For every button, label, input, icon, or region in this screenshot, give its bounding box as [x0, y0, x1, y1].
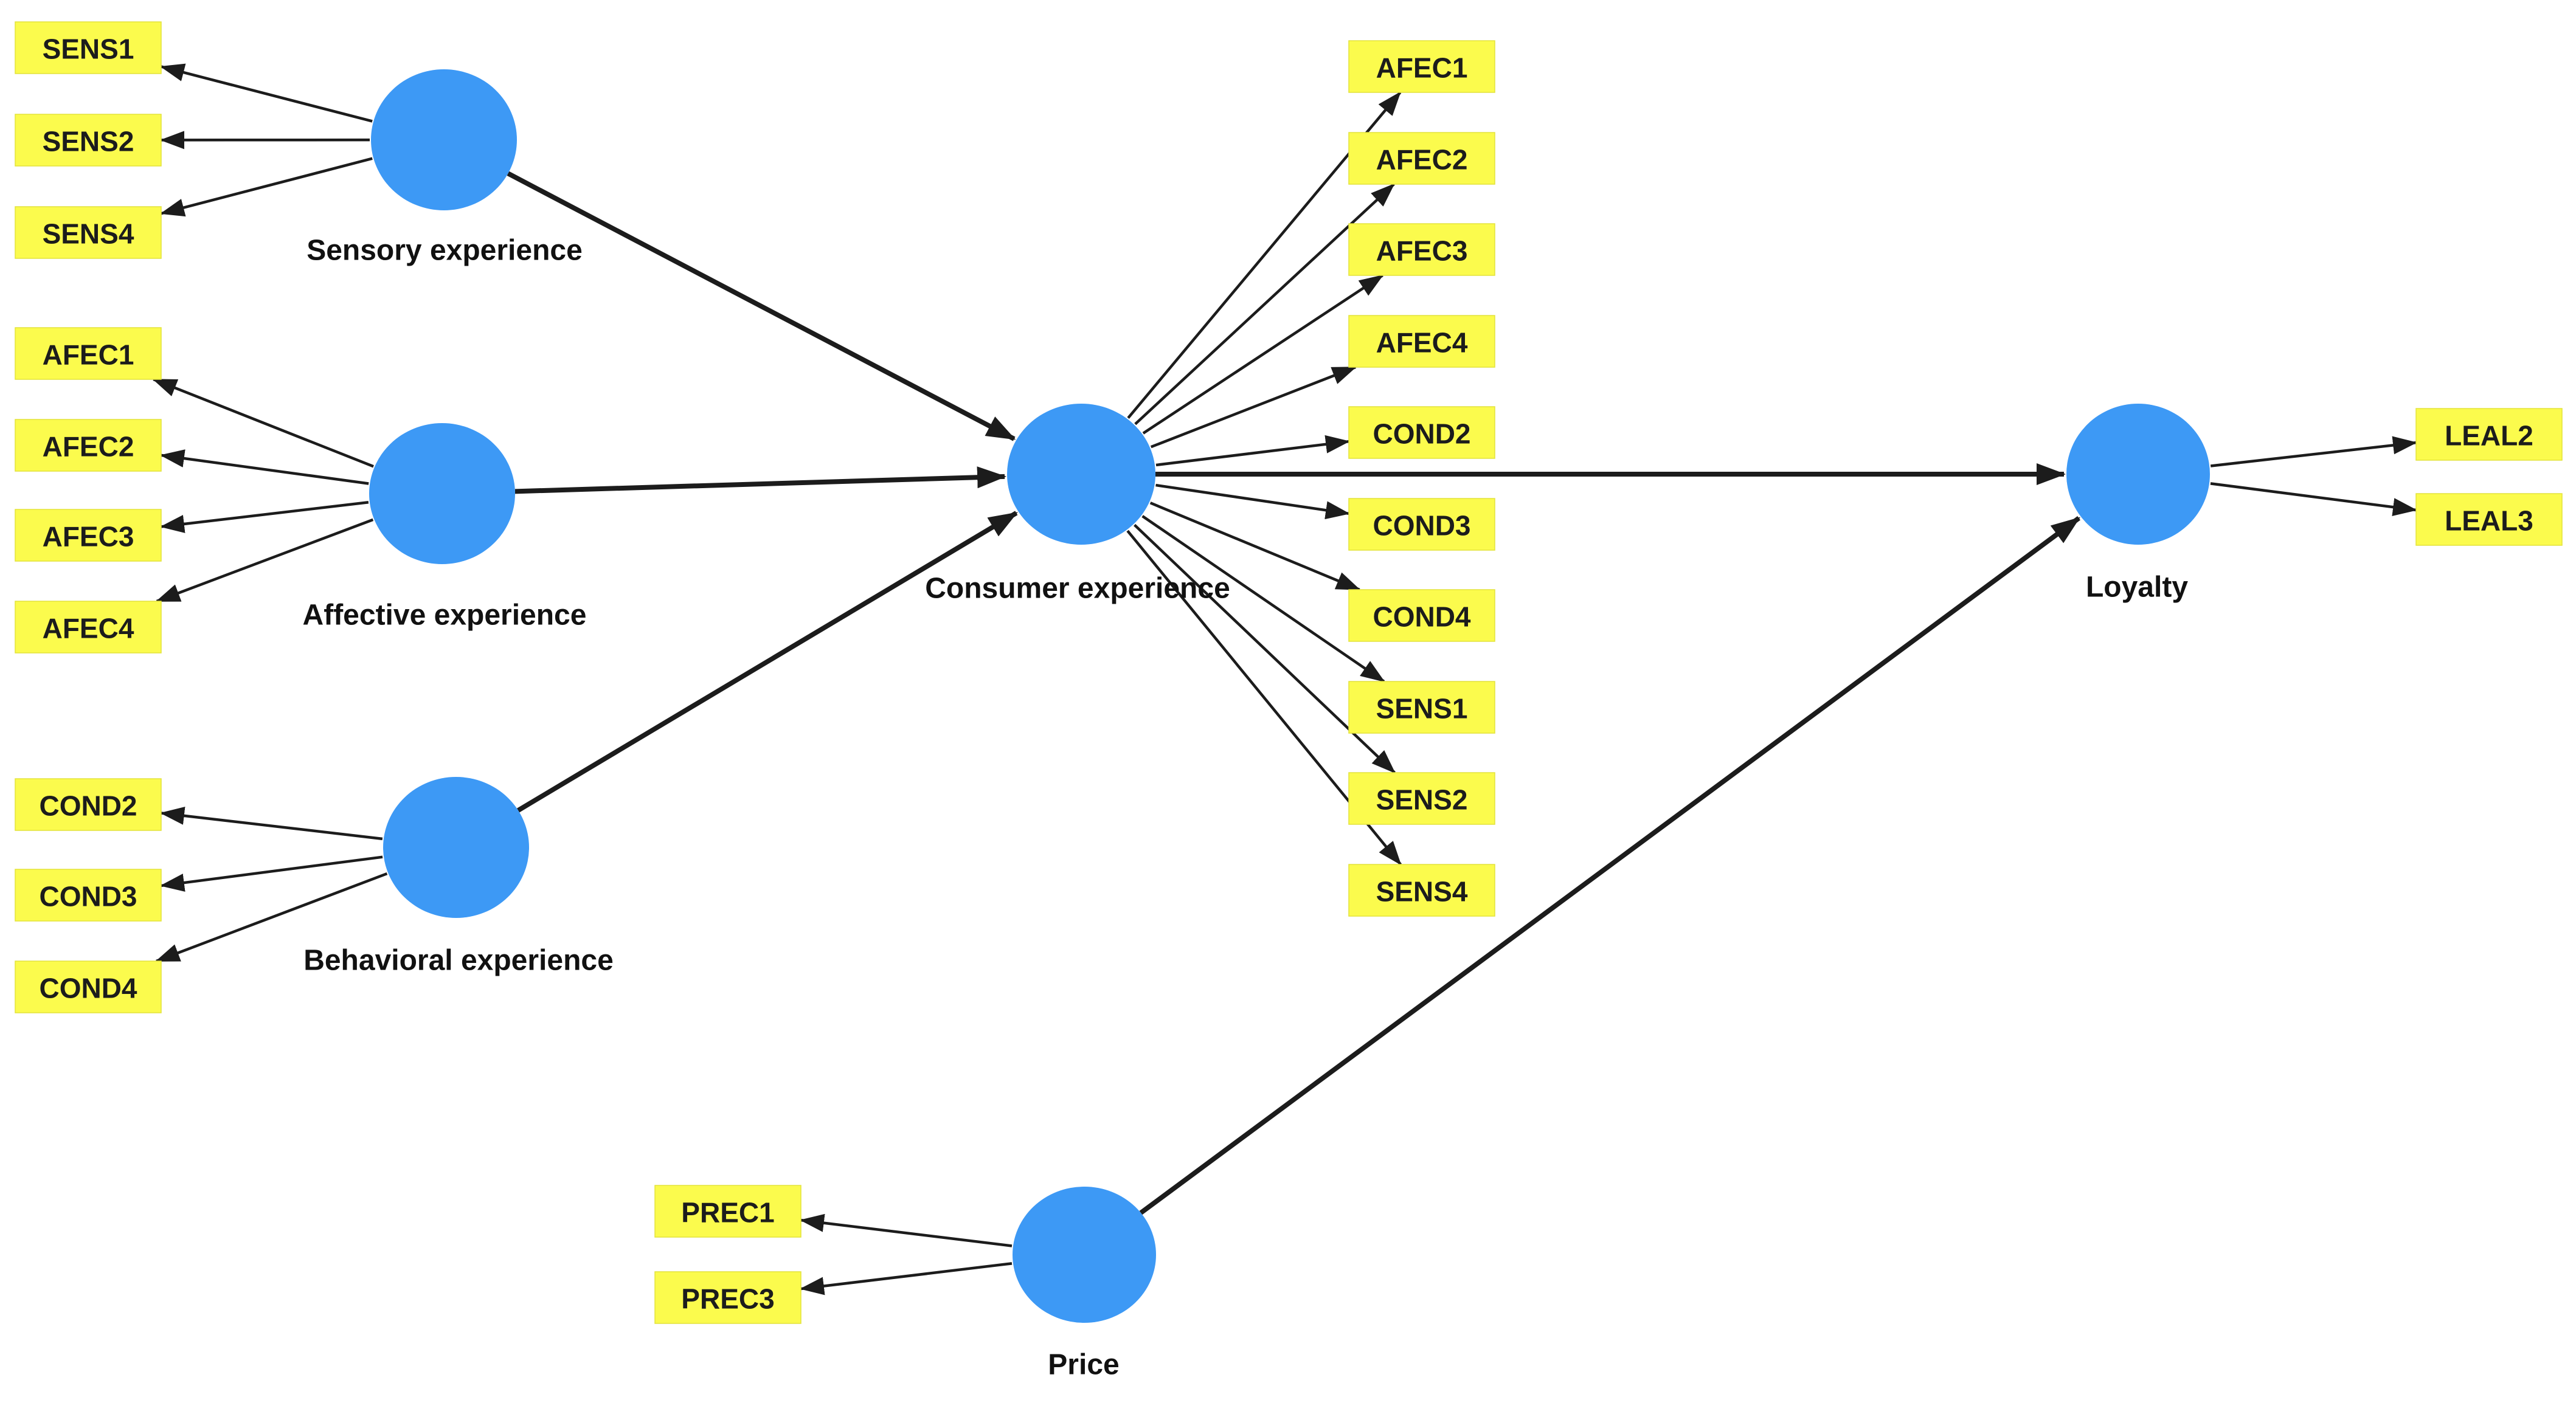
- indicator-afec3-r[interactable]: [1348, 223, 1495, 276]
- indicator-label-cond3-l: COND3: [39, 881, 137, 912]
- latent-node-loyalty[interactable]: [2066, 404, 2210, 545]
- indicator-label-afec4-l: AFEC4: [43, 613, 134, 644]
- indicator-afec2-l[interactable]: [15, 419, 162, 472]
- indicator-cond2-l[interactable]: [15, 778, 162, 831]
- indicator-label-afec3-l: AFEC3: [43, 521, 134, 553]
- indicator-afec1-l[interactable]: [15, 327, 162, 380]
- indicator-afec3-l[interactable]: [15, 509, 162, 562]
- indicator-afec1-r[interactable]: [1348, 40, 1495, 93]
- latent-label-affective: Affective experience: [303, 599, 587, 632]
- indicator-sens1-r[interactable]: [1348, 681, 1495, 734]
- measurement-edge-affective-afec3-l: [160, 501, 369, 533]
- measurement-edge-behavioral-cond3-l: [160, 855, 383, 892]
- indicator-label-cond4-l: COND4: [39, 973, 137, 1004]
- latent-label-consumer: Consumer experience: [925, 573, 1230, 605]
- measurement-edge-behavioral-cond2-l: [160, 806, 383, 841]
- measurement-edge-consumer-afec3-r: [1142, 274, 1384, 435]
- indicator-label-cond2-r: COND2: [1373, 418, 1470, 450]
- indicator-label-afec3-r: AFEC3: [1376, 235, 1468, 267]
- measurement-edge-consumer-cond4-r: [1149, 502, 1361, 591]
- indicator-leal2[interactable]: [2415, 408, 2563, 461]
- indicator-afec4-l[interactable]: [15, 601, 162, 654]
- indicator-sens2-r[interactable]: [1348, 772, 1495, 825]
- latent-node-consumer[interactable]: [1007, 404, 1155, 545]
- measurement-edge-loyalty-leal2: [2210, 436, 2417, 467]
- indicator-label-sens2-l: SENS2: [43, 126, 134, 157]
- indicator-cond2-r[interactable]: [1348, 406, 1495, 459]
- structural-edge-affective-consumer: [514, 466, 1007, 494]
- indicator-label-cond2-l: COND2: [39, 790, 137, 822]
- measurement-edge-affective-afec1-l: [152, 378, 374, 468]
- edges-layer: [152, 63, 2417, 1295]
- indicator-label-prec1: PREC1: [681, 1197, 774, 1229]
- indicator-afec2-r[interactable]: [1348, 132, 1495, 185]
- indicator-label-sens4-r: SENS4: [1376, 876, 1468, 908]
- measurement-edge-consumer-cond2-r: [1155, 435, 1350, 467]
- measurement-edge-sensory-sens1-l: [160, 63, 373, 123]
- indicators-layer: SENS1SENS2SENS4AFEC1AFEC2AFEC3AFEC4COND2…: [15, 21, 2563, 1324]
- indicator-label-afec2-r: AFEC2: [1376, 144, 1468, 176]
- measurement-edge-consumer-sens2-r: [1134, 523, 1396, 774]
- latent-label-loyalty: Loyalty: [2086, 571, 2188, 604]
- measurement-edge-consumer-afec4-r: [1150, 365, 1357, 449]
- measurement-edge-behavioral-cond4-l: [155, 872, 388, 963]
- latent-label-sensory: Sensory experience: [306, 235, 583, 267]
- indicator-label-cond4-r: COND4: [1373, 601, 1470, 633]
- indicator-label-afec4-r: AFEC4: [1376, 327, 1468, 359]
- indicator-sens1-l[interactable]: [15, 21, 162, 74]
- indicator-label-afec1-l: AFEC1: [43, 339, 134, 371]
- indicator-sens4-r[interactable]: [1348, 864, 1495, 917]
- measurement-edge-consumer-cond3-r: [1155, 483, 1350, 520]
- indicator-label-afec1-r: AFEC1: [1376, 52, 1468, 84]
- indicator-label-leal3: LEAL3: [2445, 505, 2533, 537]
- measurement-edge-sensory-sens4-l: [160, 157, 373, 217]
- nodes-layer: [369, 69, 2210, 1323]
- latent-node-price[interactable]: [1013, 1187, 1156, 1323]
- measurement-edge-consumer-sens1-r: [1141, 515, 1385, 683]
- structural-edge-price-loyalty: [1139, 516, 2080, 1215]
- measurement-edge-consumer-afec2-r: [1134, 183, 1395, 426]
- indicator-label-prec3: PREC3: [681, 1283, 774, 1315]
- measurement-edge-loyalty-leal3: [2210, 482, 2417, 517]
- indicator-label-sens2-r: SENS2: [1376, 784, 1468, 816]
- indicator-sens4-l[interactable]: [15, 206, 162, 259]
- measurement-edge-affective-afec2-l: [160, 449, 369, 485]
- indicator-label-cond3-r: COND3: [1373, 510, 1470, 542]
- latent-label-behavioral: Behavioral experience: [303, 945, 614, 977]
- measurement-edge-price-prec1: [800, 1213, 1013, 1247]
- indicator-label-sens1-l: SENS1: [43, 33, 134, 65]
- latent-node-affective[interactable]: [369, 423, 515, 564]
- indicator-prec1[interactable]: [654, 1185, 802, 1238]
- indicator-label-sens4-l: SENS4: [43, 218, 134, 250]
- indicator-prec3[interactable]: [654, 1271, 802, 1324]
- indicator-afec4-r[interactable]: [1348, 315, 1495, 368]
- measurement-edge-price-prec3: [800, 1262, 1013, 1295]
- indicator-label-sens1-r: SENS1: [1376, 693, 1468, 725]
- indicator-cond4-r[interactable]: [1348, 589, 1495, 642]
- latent-node-behavioral[interactable]: [383, 777, 529, 918]
- indicator-label-leal2: LEAL2: [2445, 420, 2533, 452]
- indicator-leal3[interactable]: [2415, 493, 2563, 546]
- indicator-cond3-l[interactable]: [15, 869, 162, 922]
- indicator-label-afec2-l: AFEC2: [43, 431, 134, 463]
- structural-edge-sensory-consumer: [507, 171, 1016, 441]
- measurement-edge-affective-afec4-l: [155, 518, 374, 603]
- structural-edge-behavioral-consumer: [517, 511, 1018, 813]
- latent-label-price: Price: [1048, 1349, 1119, 1381]
- latent-node-sensory[interactable]: [371, 69, 517, 210]
- indicator-cond3-r[interactable]: [1348, 498, 1495, 551]
- indicator-cond4-l[interactable]: [15, 960, 162, 1013]
- indicator-sens2-l[interactable]: [15, 114, 162, 167]
